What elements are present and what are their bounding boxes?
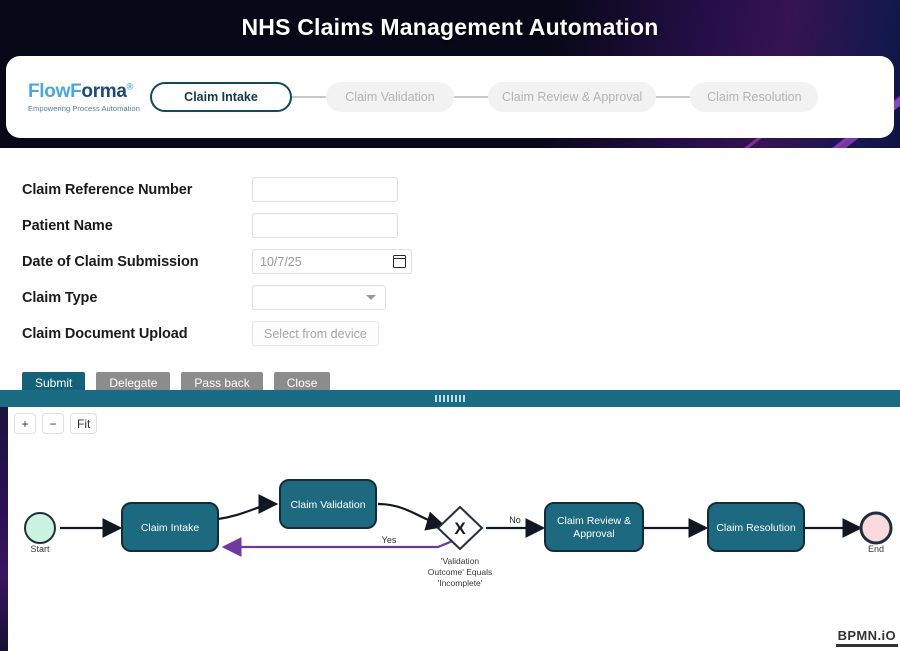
step-connector	[656, 96, 691, 98]
node-start-label: Start	[30, 544, 50, 554]
registered-mark-icon: ®	[126, 81, 134, 92]
calendar-icon[interactable]	[392, 255, 407, 268]
zoom-out-button[interactable]: −	[42, 413, 64, 434]
patient-name-input[interactable]	[252, 213, 398, 238]
step-label: Claim Review & Approval	[502, 90, 643, 104]
form-actions: Submit Delegate Pass back Close	[22, 372, 900, 394]
gateway-x-icon: X	[454, 519, 466, 538]
step-label: Claim Validation	[345, 90, 435, 104]
step-claim-intake[interactable]: Claim Intake	[150, 82, 292, 112]
claim-reference-number-label: Claim Reference Number	[22, 181, 193, 198]
node-task-claim-resolution-label: Claim Resolution	[716, 522, 796, 534]
node-gateway-label-line2: Outcome' Equals	[428, 567, 492, 577]
claim-document-upload-label: Claim Document Upload	[22, 325, 188, 342]
delegate-button[interactable]: Delegate	[96, 372, 171, 394]
date-value: 10/7/25	[260, 254, 302, 269]
app-header: NHS Claims Management Automation	[0, 0, 900, 54]
flow-label-yes: Yes	[382, 535, 397, 545]
left-edge-accent	[0, 407, 8, 651]
brand-name-forma: orma	[81, 80, 127, 102]
diagram-zoom-controls: + − Fit	[14, 413, 98, 434]
field-row-claim-document-upload: Claim Document Upload Select from device	[22, 316, 900, 351]
submit-button[interactable]: Submit	[22, 372, 86, 394]
bpmn-io-watermark: BPMN.iO	[835, 628, 898, 647]
flowforma-logo: FlowForma® Empowering Process Automation	[22, 82, 150, 113]
patient-name-label: Patient Name	[22, 217, 113, 234]
date-of-claim-submission-label: Date of Claim Submission	[22, 253, 199, 270]
panel-splitter[interactable]	[0, 390, 900, 407]
brand-tagline: Empowering Process Automation	[28, 103, 140, 113]
step-connector	[292, 96, 326, 98]
field-row-claim-reference-number: Claim Reference Number	[22, 172, 900, 207]
node-end-label: End	[868, 544, 884, 554]
node-task-claim-intake	[121, 502, 219, 552]
step-claim-validation[interactable]: Claim Validation	[326, 82, 454, 112]
claim-type-label: Claim Type	[22, 289, 98, 306]
node-task-claim-validation-label: Claim Validation	[290, 499, 365, 511]
claim-document-upload-button[interactable]: Select from device	[252, 321, 379, 346]
node-gateway-validation-outcome	[436, 505, 484, 551]
step-claim-resolution[interactable]: Claim Resolution	[690, 82, 819, 112]
node-task-claim-resolution	[707, 502, 805, 552]
zoom-fit-button[interactable]: Fit	[70, 413, 98, 434]
stepper-card: FlowForma® Empowering Process Automation…	[6, 56, 894, 138]
node-gateway-label-line1: 'Validation	[441, 556, 480, 566]
date-of-claim-submission-input[interactable]: 10/7/25	[252, 249, 412, 274]
node-task-claim-review-approval-label-line1: Claim Review &	[557, 515, 631, 527]
step-claim-review-approval[interactable]: Claim Review & Approval	[488, 82, 657, 112]
close-button[interactable]: Close	[273, 372, 331, 394]
claim-reference-number-input[interactable]	[252, 177, 398, 202]
page-title: NHS Claims Management Automation	[241, 13, 659, 40]
node-end-event	[859, 511, 893, 545]
claim-type-select[interactable]	[252, 285, 386, 310]
node-task-claim-review-approval-label-line2: Approval	[573, 528, 614, 540]
flow-validation-to-gateway	[377, 502, 447, 531]
drag-handle-icon[interactable]	[435, 395, 465, 402]
brand-name-flow: FlowF	[28, 80, 82, 102]
node-task-claim-intake-label: Claim Intake	[141, 522, 200, 534]
flow-intake-to-validation	[217, 494, 279, 521]
step-connector	[454, 96, 488, 98]
chevron-down-icon	[366, 295, 376, 300]
workflow-stepper: Claim Intake Claim Validation Claim Revi…	[150, 82, 878, 112]
step-label: Claim Intake	[184, 90, 258, 104]
field-row-claim-type: Claim Type	[22, 280, 900, 315]
node-gateway-label-line3: 'Incomplete'	[438, 578, 483, 588]
brand-name: FlowForma®	[28, 82, 150, 101]
field-row-date-of-claim-submission: Date of Claim Submission 10/7/25	[22, 244, 900, 279]
flow-label-no: No	[509, 515, 521, 525]
node-task-claim-validation	[279, 479, 377, 529]
bpmn-svg: Start Claim Intake Claim Validation X 'V…	[24, 479, 893, 588]
bpmn-diagram-panel: + − Fit Start	[8, 407, 900, 651]
step-label: Claim Resolution	[707, 90, 802, 104]
flow-gateway-to-intake-loop	[221, 537, 456, 557]
node-task-claim-review-approval	[544, 502, 644, 552]
zoom-in-button[interactable]: +	[14, 413, 36, 434]
claim-intake-form: Claim Reference Number Patient Name Date…	[0, 148, 900, 394]
pass-back-button[interactable]: Pass back	[181, 372, 263, 394]
field-row-patient-name: Patient Name	[22, 208, 900, 243]
node-start-event	[24, 512, 56, 544]
bpmn-canvas[interactable]: Start Claim Intake Claim Validation X 'V…	[8, 407, 900, 651]
